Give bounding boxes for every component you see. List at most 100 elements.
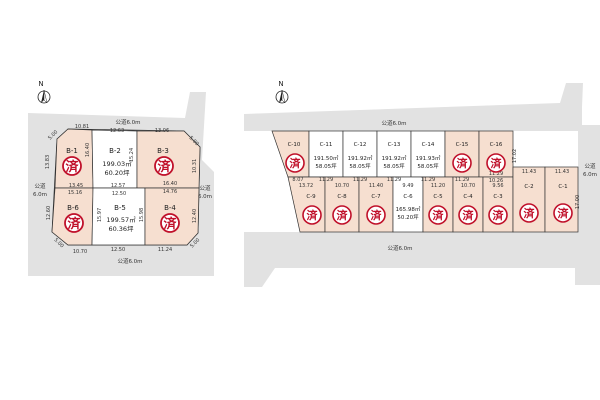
road-label-top: 公道6.0m [381, 119, 406, 127]
road-label-right-2: 6.0m [583, 172, 597, 178]
dim-label: 12.40 [192, 209, 198, 223]
lot-C-13-labels: C-13 191.92㎡ 58.05坪 [382, 142, 407, 170]
lot-area-tsubo: 60.36坪 [108, 225, 134, 233]
lot-C-15-labels: C-15 済 [452, 142, 472, 173]
lot-area-tsubo: 58.05坪 [349, 162, 371, 170]
dim-label: 11.29 [319, 177, 333, 183]
lot-label: C-15 [456, 142, 469, 148]
lot-label: C-12 [354, 142, 367, 148]
dim-label: 11.29 [421, 177, 435, 183]
lot-label: C-6 [403, 194, 413, 200]
lot-area-tsubo: 50.20坪 [397, 213, 419, 221]
north-arrow-right: N [275, 80, 289, 104]
lot-area-sqm: 199.03㎡ [102, 159, 132, 168]
lot-C-14[interactable] [410, 130, 446, 178]
sold-mark: 済 [558, 206, 570, 220]
road-label-left-2: 6.0m [33, 192, 47, 198]
dim-label: 10.70 [461, 183, 475, 189]
sold-stamp: 済 [160, 213, 180, 233]
dim-label: 16.40 [163, 181, 177, 187]
lot-area-sqm: 191.92㎡ [382, 154, 407, 162]
left-dimensions: 10.81 12.63 13.06 5.00 5.00 13.83 16.40 … [45, 124, 201, 255]
lot-area-sqm: 191.93㎡ [416, 154, 441, 162]
lot-C-6[interactable] [392, 176, 424, 233]
dim-label: 17.02 [512, 149, 518, 163]
left-site: N 公道6.0m 公道6.0m 公道 6.0m 公道 6.0m 10.81 12… [28, 80, 214, 276]
sold-mark: 済 [524, 206, 536, 220]
lot-label: B-5 [114, 204, 126, 212]
lot-C-5-labels: C-5 済 [428, 194, 448, 225]
lot-label: C-4 [463, 194, 473, 200]
sold-mark: 済 [67, 216, 81, 232]
lot-label: C-16 [490, 142, 503, 148]
lot-area-tsubo: 58.05坪 [417, 162, 439, 170]
right-site: N 公道6.0m 公道6.0m 公道 6.0m 8.07 11.29 11.29… [244, 80, 600, 287]
dim-label: 10.26 [489, 178, 503, 184]
dim-label: 15.24 [129, 148, 135, 162]
sold-mark: 済 [337, 208, 349, 222]
right-site-road-bottom [244, 232, 600, 287]
lot-area-tsubo: 58.05坪 [315, 162, 337, 170]
lot-label: C-11 [320, 142, 333, 148]
lot-label: C-5 [433, 194, 443, 200]
dim-label: 10.70 [73, 249, 87, 255]
dim-label: 15.16 [68, 190, 82, 196]
lot-C-10-labels: C-10 済 [285, 142, 305, 173]
lot-label: C-3 [493, 194, 503, 200]
dim-label: 12.50 [111, 247, 125, 253]
sold-mark: 済 [163, 216, 177, 232]
lot-C-8[interactable] [324, 176, 360, 233]
dim-label: 12.57 [111, 183, 125, 189]
north-label: N [278, 80, 283, 88]
lot-C-11[interactable] [308, 130, 344, 178]
dim-label: 17.00 [575, 195, 581, 209]
sold-mark: 済 [491, 156, 503, 170]
lot-area-tsubo: 58.05坪 [383, 162, 405, 170]
lot-C-6-labels: C-6 165.98㎡ 50.20坪 [396, 194, 421, 221]
dim-label: 10.70 [335, 183, 349, 189]
dim-label: 11.40 [369, 183, 383, 189]
sold-stamp: 済 [64, 213, 84, 233]
dim-label: 11.20 [431, 183, 445, 189]
sold-mark: 済 [65, 159, 79, 175]
lot-C-13[interactable] [376, 130, 412, 178]
right-dimensions: 8.07 11.29 11.29 11.29 11.29 11.29 11.29… [292, 149, 581, 209]
dim-label: 13.72 [299, 183, 313, 189]
lot-C-11-labels: C-11 191.50㎡ 58.05坪 [314, 142, 339, 170]
dim-label: 13.83 [45, 155, 51, 169]
dim-label: 13.06 [155, 128, 169, 134]
dim-label: 11.29 [455, 177, 469, 183]
lot-label: C-8 [337, 194, 347, 200]
dim-label: 14.76 [163, 189, 177, 195]
dim-label: 8.07 [292, 177, 303, 183]
lot-label: C-1 [558, 184, 567, 190]
lot-C-12[interactable] [342, 130, 378, 178]
dim-label: 11.29 [353, 177, 367, 183]
lot-area-sqm: 165.98㎡ [396, 205, 421, 213]
dim-label: 10.31 [192, 159, 198, 173]
lot-C-4-labels: C-4 済 [458, 194, 478, 225]
dim-label: 9.49 [402, 183, 413, 189]
road-label-right-1: 公道 [584, 162, 596, 170]
dim-label: 10.81 [75, 124, 89, 130]
sold-mark: 済 [157, 159, 171, 175]
north-label: N [38, 80, 43, 88]
sold-mark: 済 [457, 156, 469, 170]
dim-label: 11.43 [522, 169, 536, 175]
lot-label: C-9 [306, 194, 316, 200]
lot-label: B-6 [67, 204, 79, 212]
lot-C-12-labels: C-12 191.92㎡ 58.05坪 [348, 142, 373, 170]
lot-label: C-13 [388, 142, 401, 148]
lot-label: C-2 [524, 184, 533, 190]
sold-stamp: 済 [62, 156, 82, 176]
lot-label: C-10 [288, 142, 301, 148]
lot-C-3-labels: C-3 済 [488, 194, 508, 225]
lot-area-sqm: 191.92㎡ [348, 154, 373, 162]
lot-area-sqm: 191.50㎡ [314, 154, 339, 162]
lot-area-sqm: 199.57㎡ [106, 215, 136, 224]
road-label-right-1: 公道 [199, 184, 211, 192]
right-site-road-top [244, 83, 583, 131]
lot-C-7-labels: C-7 済 [366, 194, 386, 225]
dim-label: 12.60 [46, 206, 52, 220]
